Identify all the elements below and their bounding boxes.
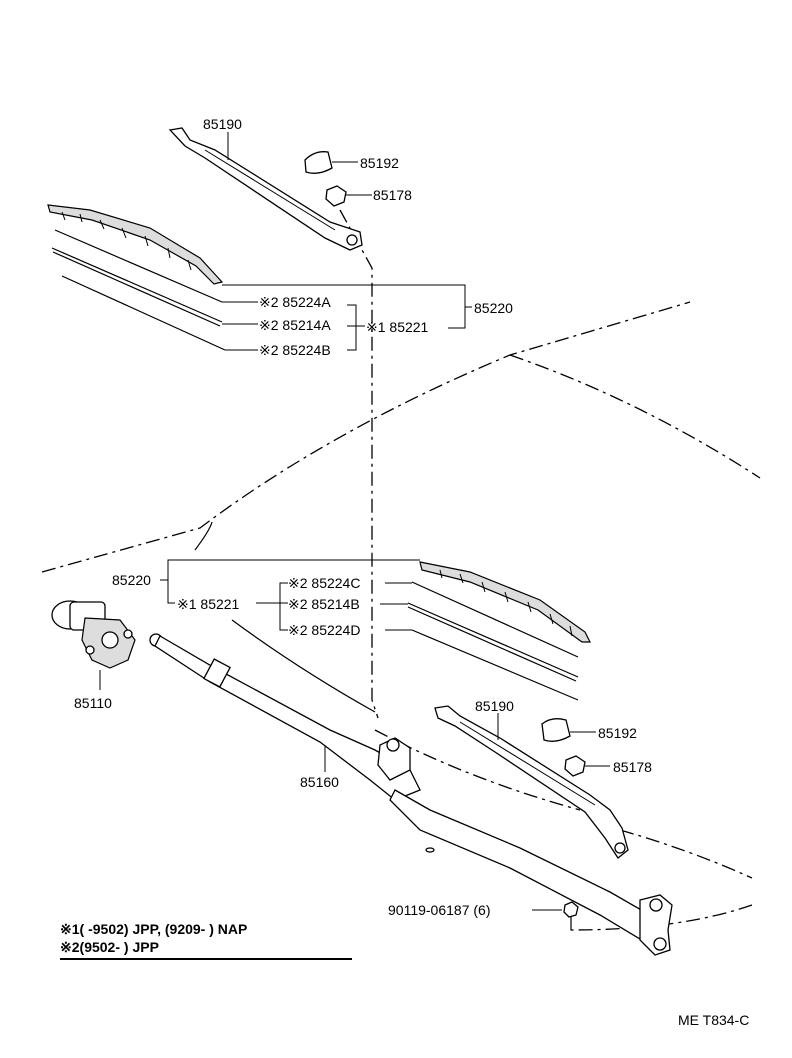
label-bottom-refill-c: ※2 85224D [288, 622, 360, 638]
label-bottom-refill-a: ※2 85224C [288, 575, 360, 591]
note-2-text: (9502- ) JPP [79, 939, 159, 955]
bottom-wiper-arm [434, 705, 629, 859]
bottom-nut-part [564, 755, 586, 777]
label-top-nut: 85178 [373, 187, 412, 203]
windshield-curve [231, 619, 376, 713]
lower-body-line [374, 729, 581, 811]
label-top-refill-c: ※2 85224B [259, 342, 331, 358]
label-top-cap: 85192 [360, 155, 399, 171]
label-bottom-refill-b: ※2 85214B [288, 596, 360, 612]
note-1-mark: ※1 [60, 921, 80, 937]
wiper-motor [51, 600, 136, 669]
lower-right-line [619, 829, 753, 879]
wiper-linkage [149, 633, 673, 956]
note-1-text: ( -9502) JPP, (9209- ) NAP [79, 921, 248, 937]
hood-outline [41, 301, 691, 573]
label-bottom-arm: 85190 [475, 698, 514, 714]
label-linkage: 85160 [300, 774, 339, 790]
top-wiper-blade [47, 204, 226, 351]
centre-guide-line [339, 209, 379, 719]
notes-underline [60, 958, 352, 960]
bottom-wiper-blade [407, 561, 591, 701]
bottom-cap-part [541, 718, 571, 742]
label-top-blade: ※1 85221 [366, 319, 429, 335]
footnotes: ※1( -9502) JPP, (9209- ) NAP ※2(9502- ) … [60, 920, 352, 960]
bolt-part [563, 901, 579, 930]
top-nut-part [325, 185, 347, 207]
lower-right-corner [569, 904, 753, 931]
note-1: ※1( -9502) JPP, (9209- ) NAP [60, 920, 352, 938]
label-top-refill-a: ※2 85224A [259, 294, 331, 310]
note-2: ※2(9502- ) JPP [60, 938, 352, 956]
label-top-blade-assy: 85220 [474, 300, 513, 316]
body-curve-right [509, 354, 761, 479]
label-bolt: 90119-06187 (6) [388, 902, 490, 918]
label-bottom-blade-assy: 85220 [112, 572, 151, 588]
label-bottom-blade: ※1 85221 [177, 596, 240, 612]
label-bottom-nut: 85178 [613, 759, 652, 775]
top-wiper-arm [168, 127, 363, 251]
label-motor: 85110 [74, 695, 112, 711]
label-top-arm: 85190 [203, 116, 242, 132]
label-bottom-cap: 85192 [598, 725, 637, 741]
top-cap-part [304, 151, 333, 174]
note-2-mark: ※2 [60, 939, 80, 955]
label-top-refill-b: ※2 85214A [259, 317, 331, 333]
windshield-curve-left [194, 521, 213, 551]
figure-code: ME T834-C [678, 1012, 750, 1028]
